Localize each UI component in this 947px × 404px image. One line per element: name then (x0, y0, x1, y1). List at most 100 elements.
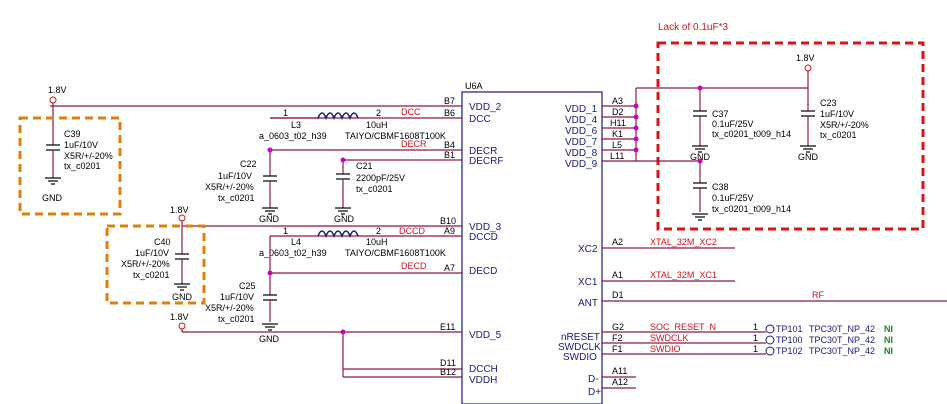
l3-footprint: a_0603_t02_h39 (259, 131, 327, 141)
cap-c22-footprint: tx_c0201 (218, 193, 255, 203)
cap-c39-tol: X5R/+/-20% (64, 151, 113, 161)
rail-label-1v8-d: 1.8V (796, 53, 815, 63)
pin-name-nreset: nRESET (561, 332, 600, 343)
pin-name-decrf: DECRF (469, 156, 503, 167)
ground-icon (692, 213, 708, 221)
pin-num-b7: B7 (444, 96, 455, 106)
cap-c25-footprint: tx_c0201 (218, 314, 255, 324)
l4-pin2: 2 (376, 226, 381, 236)
pin-num-a3: A3 (612, 96, 623, 106)
ground-icon (45, 177, 61, 185)
junction-dot (697, 158, 703, 164)
pin-num-g2: G2 (612, 322, 624, 332)
cap-c22-tol: X5R/+/-20% (205, 182, 254, 192)
pin-num-d2: D2 (612, 107, 624, 117)
ground-icon (262, 207, 278, 215)
l4-pin1: 1 (283, 226, 288, 236)
cap-c38-ref: C38 (712, 182, 729, 192)
net-label-soc-reset: SOC_RESET_N (650, 322, 716, 332)
l3-pin2: 2 (376, 108, 381, 118)
junction-dot (633, 103, 639, 109)
highlight-box-c40 (105, 224, 206, 305)
cap-c23-value: 1uF/10V (820, 109, 854, 119)
pin-name-decr: DECR (469, 146, 497, 157)
pin-num-a1: A1 (612, 270, 623, 280)
pin-name-dcch: DCCH (469, 364, 498, 375)
pin-name-vdd7: VDD_7 (565, 137, 598, 148)
cap-c21-value: 2200pF/25V (356, 173, 405, 183)
pin-num-a9: A9 (444, 226, 455, 236)
tp100-pin: 1 (753, 333, 758, 343)
pin-name-swdclk: SWDCLK (558, 342, 601, 353)
cap-c25-ref: C25 (239, 281, 256, 291)
l4-value: 10uH (366, 237, 388, 247)
tp100-ref: TP100 (776, 335, 803, 345)
pin-num-k1: K1 (612, 129, 623, 139)
cap-c21-ref: C21 (356, 161, 373, 171)
cap-c37-ref: C37 (712, 109, 729, 119)
lack-annotation: Lack of 0.1uF*3 (658, 22, 728, 33)
net-label-dccd: DCCD (399, 226, 425, 236)
junction-dot (633, 147, 639, 153)
cap-c39-value: 1uF/10V (64, 140, 98, 150)
cap-c39-ref: C39 (64, 129, 81, 139)
inductor-l3-icon (317, 112, 359, 121)
pin-num-b1: B1 (444, 150, 455, 160)
pin-name-dccd: DCCD (469, 232, 498, 243)
gnd-label: GND (334, 214, 355, 224)
pin-name-xc2: XC2 (578, 244, 598, 255)
tp101-part: TPC30T_NP_42 (809, 324, 875, 334)
pin-name-vdd8: VDD_8 (565, 148, 598, 159)
rail-label-1v8-b: 1.8V (170, 205, 189, 215)
pin-name-vdd2: VDD_2 (469, 102, 502, 113)
chip-body (461, 91, 603, 404)
testpoint-tp101-icon (765, 324, 775, 334)
net-label-decr: DECR (401, 139, 427, 149)
ground-icon (692, 145, 708, 153)
pin-name-vdd5: VDD_5 (469, 330, 502, 341)
gnd-label: GND (42, 193, 63, 203)
junction-dot (267, 270, 273, 276)
pin-name-vdd4: VDD_4 (565, 115, 598, 126)
power-port-icon (49, 96, 57, 104)
highlight-box-c39 (18, 116, 122, 216)
pin-name-vdd3: VDD_3 (469, 222, 502, 233)
tp101-pin: 1 (753, 322, 758, 332)
pin-name-decd: DECD (469, 266, 497, 277)
pin-name-dcc: DCC (469, 114, 491, 125)
pin-num-e11: E11 (440, 322, 455, 332)
inductor-l4-icon (317, 230, 359, 239)
l3-part: TAIYO/CBMF1608T100K (345, 131, 446, 141)
junction-dot (267, 147, 273, 153)
gnd-label: GND (798, 152, 819, 162)
rail-label-1v8-c: 1.8V (170, 312, 189, 322)
testpoint-tp102-icon (765, 346, 775, 356)
pin-num-b12: B12 (440, 367, 456, 377)
pin-num-f1: F1 (612, 344, 623, 354)
testpoint-tp100-icon (765, 335, 775, 345)
alert-box-missing-caps (656, 41, 925, 231)
power-port-icon (178, 214, 186, 222)
net-label-xtal1: XTAL_32M_XC1 (650, 270, 717, 280)
junction-dot (633, 125, 639, 131)
pin-num-d11: D11 (440, 358, 456, 368)
ground-icon (335, 207, 351, 215)
tp102-part: TPC30T_NP_42 (809, 346, 875, 356)
junction-dot (697, 85, 703, 91)
junction-dot (633, 136, 639, 142)
pin-num-d1: D1 (612, 290, 624, 300)
pin-name-dplus: D+ (588, 387, 601, 398)
cap-c38-value: 0.1uF/25V (712, 193, 754, 203)
pin-num-b10: B10 (440, 216, 456, 226)
ground-icon (800, 145, 816, 153)
power-port-icon (804, 64, 812, 72)
pin-num-a11: A11 (612, 366, 627, 376)
l4-part: TAIYO/CBMF1608T100K (345, 248, 446, 258)
pin-num-b6: B6 (444, 108, 455, 118)
l4-footprint: a_0603_t02_h39 (259, 248, 327, 258)
power-port-icon (178, 322, 186, 330)
pin-name-ant: ANT (578, 298, 598, 309)
cap-c23-ref: C23 (820, 98, 837, 108)
gnd-label: GND (690, 152, 711, 162)
ground-icon (174, 283, 190, 291)
